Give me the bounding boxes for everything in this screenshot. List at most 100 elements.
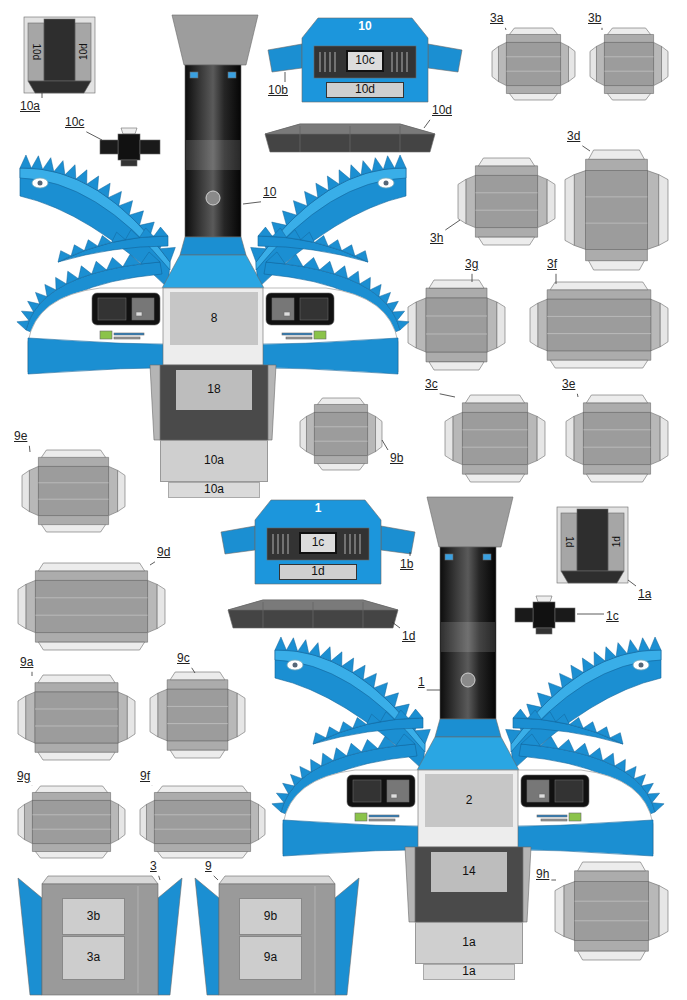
callout-number: 10b <box>268 84 288 98</box>
side-tab <box>428 44 462 72</box>
box-net <box>150 672 245 758</box>
bottom-flap <box>561 571 624 583</box>
top-flap <box>586 159 648 170</box>
leader-line <box>472 274 473 282</box>
bottom-flap <box>35 743 118 752</box>
fold-line <box>547 316 651 317</box>
callout-number: 9 <box>205 860 212 874</box>
part-region: 3a <box>62 936 125 980</box>
door-window <box>387 780 409 802</box>
bottom-flap <box>547 351 651 360</box>
glue-tab <box>509 94 557 100</box>
nose-panel <box>180 237 246 255</box>
side-panel <box>28 23 44 81</box>
glue-tab <box>35 852 107 858</box>
cap-face <box>255 500 381 584</box>
box-net <box>22 450 125 532</box>
part-number: 3a <box>87 951 100 964</box>
vent-slot <box>401 52 403 72</box>
box-face <box>604 42 653 85</box>
leader-line <box>427 690 440 691</box>
box-face <box>35 580 147 632</box>
part-region: 1a <box>415 922 523 964</box>
glue-tab <box>660 303 668 347</box>
glue-tab <box>219 876 335 884</box>
box-face <box>35 692 118 743</box>
box-face <box>506 42 560 85</box>
glue-tab <box>41 450 105 457</box>
glue-tab <box>150 693 158 737</box>
roof-face <box>42 884 158 995</box>
window-pane <box>555 780 583 802</box>
glue-tab <box>376 416 382 451</box>
fold-line <box>426 334 487 335</box>
blue-flap <box>158 878 182 995</box>
nose-panel <box>435 719 501 737</box>
glue-tab <box>537 416 545 460</box>
top-flap <box>506 34 560 42</box>
callout-number: 10c <box>65 116 84 130</box>
top-flap <box>167 680 228 689</box>
headlight <box>633 660 649 670</box>
side-panel <box>608 513 624 571</box>
glue-tab <box>24 17 95 93</box>
leader-line <box>42 93 43 98</box>
cab-window <box>521 775 589 807</box>
callout-number: 10d <box>432 104 452 118</box>
vent-slot <box>277 534 279 554</box>
fold-line <box>506 71 560 72</box>
door-handle <box>539 794 545 798</box>
part-number: 9b <box>264 910 277 923</box>
vent-slot <box>319 52 321 72</box>
fold-line <box>575 920 649 921</box>
bottom-flap <box>462 465 527 475</box>
glue-tab <box>565 175 574 246</box>
side-panel <box>75 23 91 81</box>
headlight <box>378 178 394 188</box>
part-region: 10a <box>168 482 260 498</box>
right-half <box>251 155 409 334</box>
box-face <box>475 175 537 227</box>
part-region: 1a <box>423 964 515 980</box>
left-front <box>92 293 160 339</box>
top-flap <box>604 34 653 42</box>
coupler-side <box>140 140 160 154</box>
window-pane <box>300 298 328 320</box>
fold-line <box>475 192 537 193</box>
cab-piece <box>272 497 664 922</box>
bottom-flap <box>426 352 487 362</box>
leader-line <box>243 202 261 204</box>
callout-number: 9c <box>177 652 190 666</box>
top-flap <box>426 288 487 298</box>
coupler-face <box>533 602 555 628</box>
glue-tab <box>429 280 484 288</box>
side-tab <box>221 526 255 554</box>
side-flap <box>453 412 463 464</box>
leader-line <box>602 28 603 30</box>
bottom-flap <box>506 86 560 94</box>
glue-tab <box>659 175 668 246</box>
side-flap <box>564 882 575 941</box>
door-handle <box>136 312 142 316</box>
fold-line <box>475 210 537 211</box>
fold-line <box>32 814 110 815</box>
callout-number: 10 <box>263 186 276 200</box>
glue-tab <box>530 303 538 347</box>
box-face <box>314 412 367 455</box>
sawtooth-edge <box>275 637 430 744</box>
glue-tab <box>408 302 416 348</box>
part-region: 8 <box>170 292 258 345</box>
part-number: 1 <box>315 502 322 515</box>
sawtooth-edge <box>506 637 661 744</box>
part-number: 1c <box>312 536 325 549</box>
fold-line <box>583 447 650 448</box>
end-face <box>44 19 75 81</box>
coupler-side <box>515 608 533 622</box>
box-net <box>18 675 135 760</box>
blue-flap <box>195 878 219 995</box>
left-half <box>272 637 430 816</box>
leader-line <box>86 132 102 140</box>
leader-line <box>577 394 579 397</box>
leader-line <box>32 785 33 786</box>
